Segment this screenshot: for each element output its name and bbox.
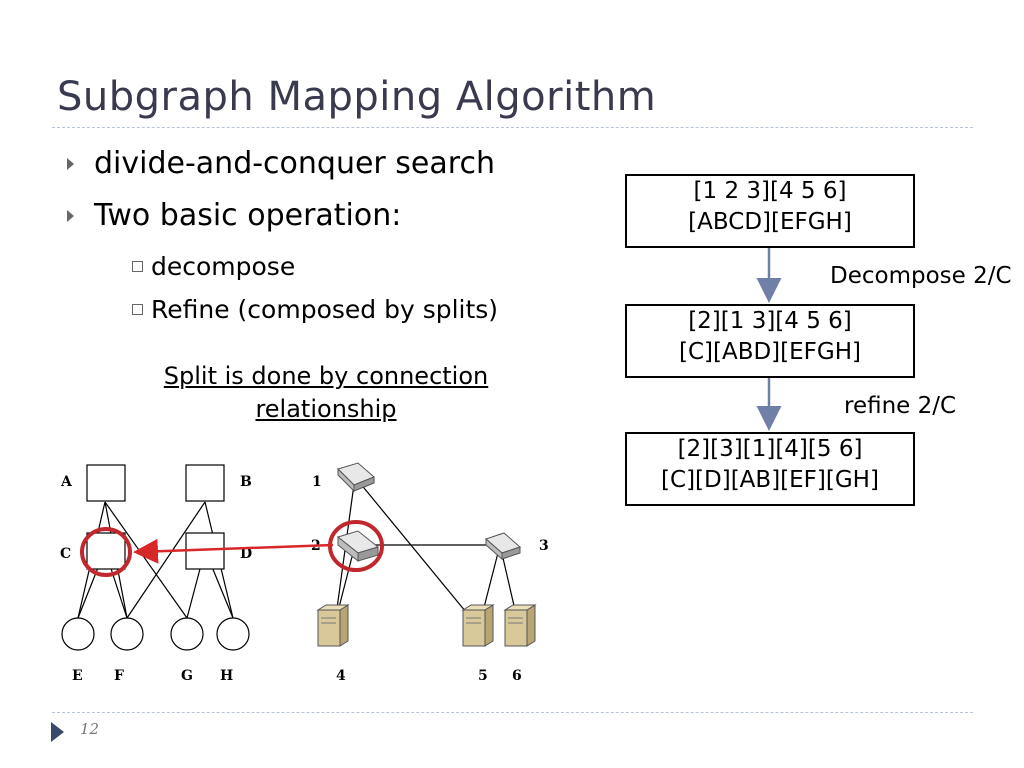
partition-line: [2][3][1][4][5 6] [677, 436, 863, 462]
footer-divider [52, 712, 973, 713]
vertex-label-c: C [60, 546, 71, 562]
partition-line: [1 2 3][4 5 6] [693, 178, 847, 204]
vertex-label-g: G [181, 668, 193, 684]
switch-1-icon [337, 462, 375, 493]
server-5-icon [461, 604, 495, 647]
bullet-item: divide-and-conquer search [67, 146, 495, 181]
vertex-c-square [86, 532, 126, 570]
vertex-label-h: H [220, 668, 233, 684]
page-number: 12 [80, 720, 100, 738]
partition-line: [2][1 3][4 5 6] [688, 308, 852, 334]
vertex-e-circle [61, 617, 95, 651]
vertex-label-a: A [60, 474, 73, 490]
bullet-text: divide-and-conquer search [94, 146, 495, 181]
partition-box-2: [2][1 3][4 5 6] [C][ABD][EFGH] [625, 304, 915, 378]
partition-box-3: [2][3][1][4][5 6] [C][D][AB][EF][GH] [625, 432, 915, 506]
vertex-h-circle [216, 617, 250, 651]
network-graph: 1 2 3 4 5 6 [311, 462, 549, 684]
server-6-icon [503, 604, 537, 647]
vertex-label-d: D [240, 546, 252, 562]
vertex-a-square [86, 464, 126, 502]
decompose-label: Decompose 2/C [830, 263, 1012, 289]
split-note: Split is done by connection relationship [163, 362, 489, 423]
bullet-text: Two basic operation: [94, 198, 402, 233]
slide-title: Subgraph Mapping Algorithm [57, 74, 657, 120]
title-divider [52, 127, 973, 128]
sub-bullet-text: Refine (composed by splits) [151, 295, 499, 324]
vertex-g-circle [170, 617, 204, 651]
bullet-arrow-icon [67, 209, 74, 222]
partition-line: [C][ABD][EFGH] [678, 339, 861, 365]
refine-label: refine 2/C [844, 393, 957, 419]
server-label-5: 5 [478, 668, 488, 684]
square-bullet-icon [132, 261, 143, 272]
bullet-item: Two basic operation: [67, 198, 401, 233]
square-bullet-icon [132, 304, 143, 315]
server-label-6: 6 [512, 668, 522, 684]
sub-bullet-item: Refine (composed by splits) [132, 295, 498, 324]
vertex-f-circle [110, 617, 144, 651]
vertex-label-f: F [114, 668, 124, 684]
server-label-4: 4 [336, 668, 346, 684]
sub-bullet-item: decompose [132, 252, 295, 281]
partition-line: [C][D][AB][EF][GH] [661, 467, 879, 493]
server-4-icon [316, 604, 350, 647]
partition-box-1: [1 2 3][4 5 6] [ABCD][EFGH] [625, 174, 915, 248]
switch-2-icon [336, 530, 380, 563]
pattern-graph: A B C D E F G H [60, 464, 252, 684]
switch-label-3: 3 [539, 538, 549, 554]
partition-line: [ABCD][EFGH] [688, 209, 852, 235]
vertex-b-square [185, 464, 225, 502]
vertex-c-highlight [80, 527, 132, 577]
sub-bullet-text: decompose [151, 252, 296, 281]
vertex-label-b: B [240, 474, 252, 490]
slide-nav-arrow-icon [51, 722, 64, 742]
vertex-label-e: E [72, 668, 83, 684]
switch-label-1: 1 [312, 474, 322, 490]
bullet-arrow-icon [67, 157, 74, 170]
switch-3-icon [485, 532, 521, 561]
